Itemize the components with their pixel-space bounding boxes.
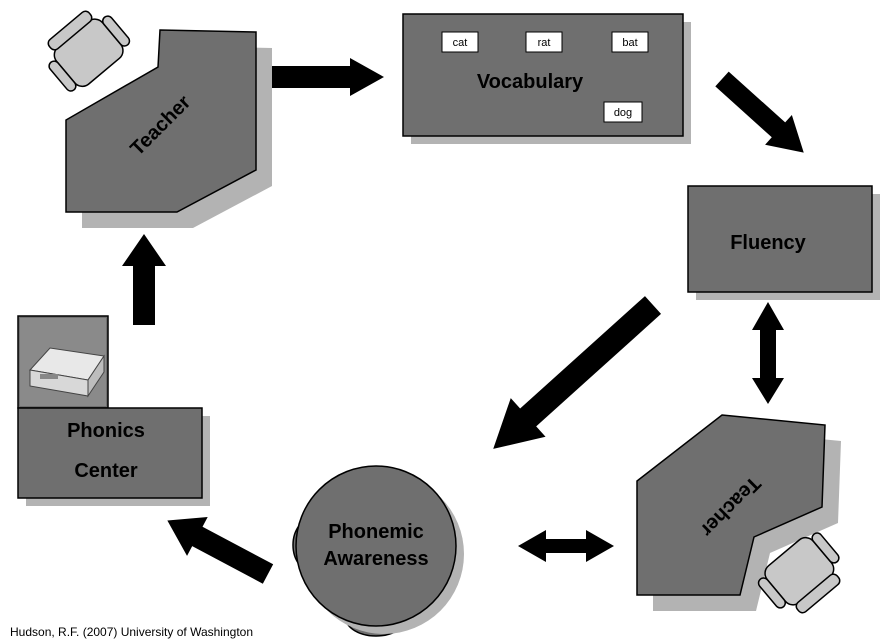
phonics-center-station: Phonics Center xyxy=(17,315,210,506)
arrow-vocabulary-to-fluency-icon xyxy=(715,71,804,153)
teacher-chair-bottom-icon xyxy=(757,532,841,614)
arrow-fluency-teacher-double-icon xyxy=(752,302,784,404)
vocabulary-station: Vocabulary cat rat bat dog xyxy=(402,13,691,144)
teacher-desk-top: Teacher xyxy=(65,29,272,228)
phonemic-label-line1: Phonemic xyxy=(328,521,424,543)
word-card-bat-label: bat xyxy=(622,37,637,49)
listening-device-icon xyxy=(20,318,106,406)
word-card-dog: dog xyxy=(603,101,643,123)
fluency-label: Fluency xyxy=(730,232,806,254)
phonics-label-line1: Phonics xyxy=(67,420,145,442)
word-card-bat: bat xyxy=(611,31,649,53)
credit-text: Hudson, R.F. (2007) University of Washin… xyxy=(10,625,253,639)
arrow-phonemic-teacher-double-icon xyxy=(518,530,614,562)
phonemic-label-line2: Awareness xyxy=(323,548,428,570)
phonics-label-line2: Center xyxy=(74,460,138,482)
word-card-rat-label: rat xyxy=(538,37,551,49)
arrow-phonics-to-teacher-icon xyxy=(122,234,166,325)
vocabulary-label: Vocabulary xyxy=(477,71,584,93)
teacher-desk-bottom: Teacher xyxy=(636,414,841,611)
word-card-cat-label: cat xyxy=(453,37,468,49)
teacher-chair-top-icon xyxy=(47,10,131,92)
arrow-fluency-to-phonemic-icon xyxy=(493,296,662,449)
arrow-phonemic-to-phonics-icon xyxy=(167,517,274,584)
fluency-station: Fluency xyxy=(687,185,880,300)
word-card-cat: cat xyxy=(441,31,479,53)
word-card-rat: rat xyxy=(525,31,563,53)
phonemic-awareness-table: Phonemic Awareness xyxy=(292,465,464,637)
arrow-teacher-to-vocabulary-icon xyxy=(272,58,384,96)
word-card-dog-label: dog xyxy=(614,107,632,119)
